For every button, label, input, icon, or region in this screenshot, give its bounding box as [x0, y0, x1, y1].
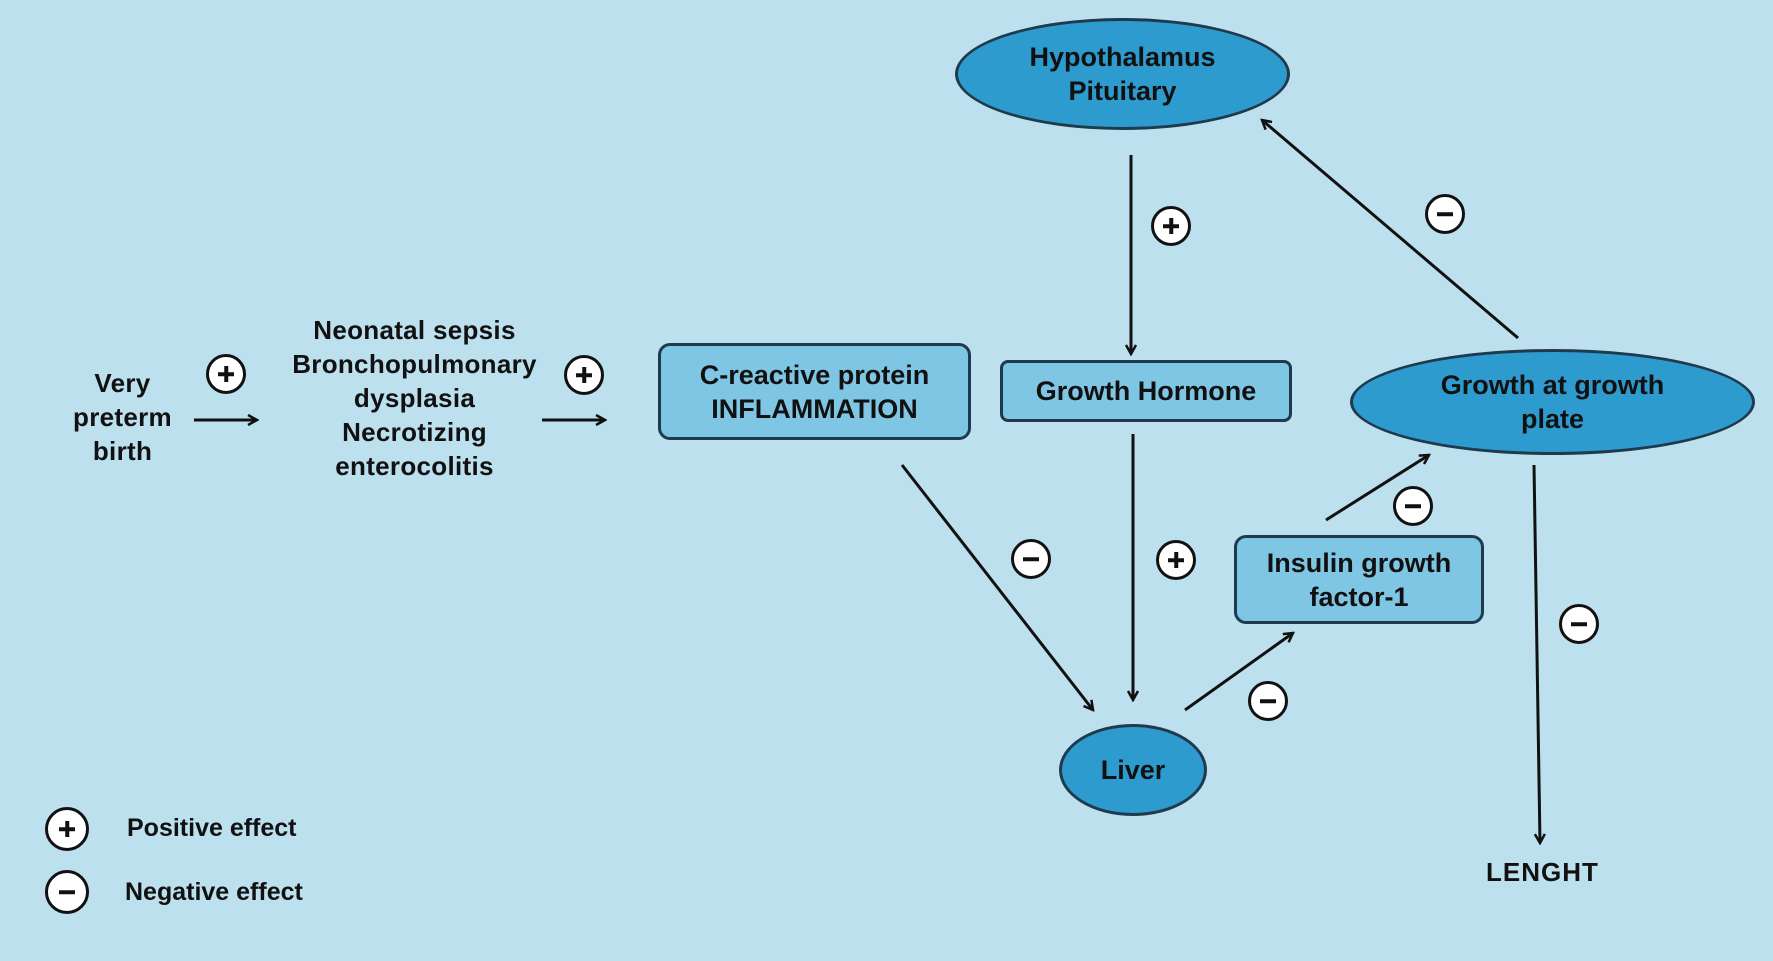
- liver-ellipse: Liver: [1059, 724, 1207, 816]
- legend-negative-label: Negative effect: [125, 878, 303, 906]
- crp-inflammation-box: C-reactive protein INFLAMMATION: [658, 343, 971, 440]
- condition-line-1: Neonatal sepsis: [313, 315, 516, 345]
- inflammation-label: INFLAMMATION: [711, 393, 918, 424]
- length-label: LENGHT: [1460, 855, 1625, 889]
- hypothalamus-pituitary-ellipse: Hypothalamus Pituitary: [955, 18, 1290, 130]
- very-preterm-line-3: birth: [92, 436, 153, 466]
- arrow-igf1-to-growth-plate: [1325, 455, 1429, 522]
- growth-plate-line-1: Growth at growth: [1440, 370, 1665, 400]
- condition-line-4: Necrotizing: [342, 417, 487, 447]
- growth-plate-ellipse: Growth at growth plate: [1350, 349, 1755, 455]
- igf1-line-2: factor-1: [1309, 581, 1409, 612]
- arrow-growth-plate-to-hypothalamus: [1262, 120, 1519, 340]
- plus-icon-preterm: [206, 354, 246, 394]
- igf1-line-1: Insulin growth: [1266, 547, 1452, 578]
- hypothalamus-label: Hypothalamus: [1029, 42, 1216, 72]
- condition-line-2: Bronchopulmonary: [292, 349, 537, 379]
- minus-icon-igf1-growth-plate: [1393, 486, 1433, 526]
- arrow-liver-to-igf1: [1184, 633, 1293, 712]
- very-preterm-line-2: preterm: [73, 402, 172, 432]
- growth-hormone-box: Growth Hormone: [1000, 360, 1292, 422]
- arrow-crp-to-liver: [900, 464, 1093, 710]
- length-text: LENGHT: [1486, 857, 1599, 887]
- legend-minus-icon: [45, 870, 89, 914]
- plus-icon-conditions: [564, 355, 604, 395]
- very-preterm-line-1: Very: [94, 368, 151, 398]
- condition-line-5: enterocolitis: [335, 451, 494, 481]
- minus-icon-growth-plate-length: [1559, 604, 1599, 644]
- condition-line-3: dysplasia: [353, 383, 476, 413]
- minus-icon-crp-liver: [1011, 539, 1051, 579]
- pituitary-label: Pituitary: [1068, 76, 1177, 106]
- crp-label: C-reactive protein: [699, 359, 930, 390]
- growth-plate-line-2: plate: [1520, 404, 1584, 434]
- minus-icon-liver-igf1: [1248, 681, 1288, 721]
- very-preterm-birth-label: Very preterm birth: [55, 366, 190, 468]
- legend-plus-icon: [45, 807, 89, 851]
- minus-icon-growth-plate-hypothalamus: [1425, 194, 1465, 234]
- plus-icon-hypothalamus-gh: [1151, 206, 1191, 246]
- plus-icon-gh-liver: [1156, 540, 1196, 580]
- neonatal-conditions-label: Neonatal sepsis Bronchopulmonary dysplas…: [262, 313, 567, 483]
- liver-label: Liver: [1100, 755, 1166, 785]
- igf1-box: Insulin growth factor-1: [1234, 535, 1484, 624]
- arrow-growth-plate-to-length: [1532, 464, 1540, 843]
- legend-positive-label: Positive effect: [127, 814, 297, 842]
- growth-hormone-label: Growth Hormone: [1035, 376, 1257, 406]
